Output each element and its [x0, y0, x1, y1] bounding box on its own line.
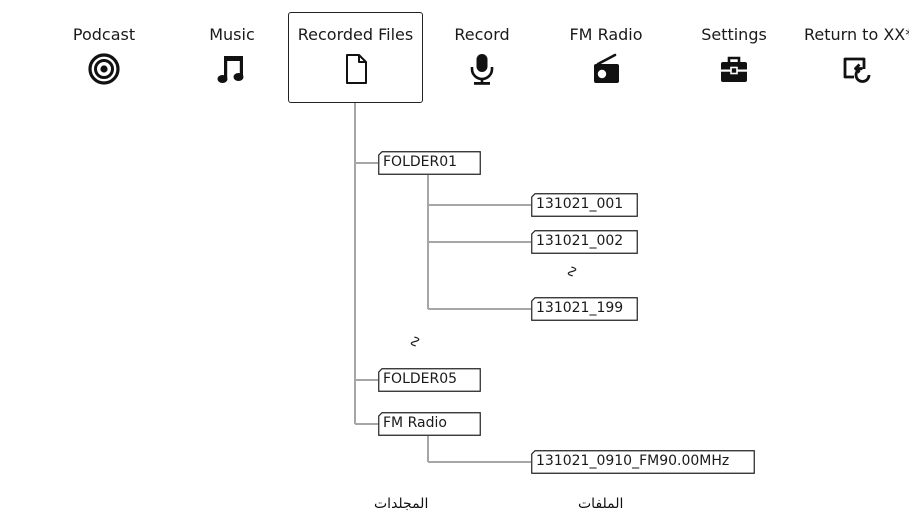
file-name: 131021_199 — [536, 300, 624, 316]
menu-item-return[interactable]: Return to XX* — [804, 0, 909, 104]
folder-name: FM Radio — [383, 415, 447, 431]
file-icon — [531, 450, 755, 474]
folder-node-fm-radio[interactable]: FM Radio — [378, 412, 481, 436]
radio-icon — [589, 52, 623, 86]
file-icon — [531, 230, 638, 254]
folder-name: FOLDER05 — [383, 371, 458, 387]
menu-label-podcast: Podcast — [72, 25, 136, 44]
file-node[interactable]: 131021_002 — [531, 230, 638, 254]
caption-folders: المجلدات — [374, 496, 429, 512]
folder-name: FOLDER01 — [383, 154, 458, 170]
file-name: 131021_001 — [536, 196, 624, 212]
menu-label-recorded-files: Recorded Files — [297, 25, 414, 44]
file-icon — [531, 297, 638, 321]
folder-icon — [378, 151, 481, 175]
file-node[interactable]: 131021_001 — [531, 193, 638, 217]
folder-node-folder01[interactable]: FOLDER01 — [378, 151, 481, 175]
file-name: 131021_002 — [536, 233, 624, 249]
folder-icon — [378, 412, 481, 436]
menu-label-return: Return to XX* — [804, 25, 909, 44]
folder-icon — [378, 368, 481, 392]
menu-item-music[interactable]: Music — [186, 0, 278, 104]
music-note-icon — [215, 52, 249, 86]
file-icon — [531, 193, 638, 217]
menu-item-record[interactable]: Record — [436, 0, 528, 104]
folders-ellipsis: ∿ — [406, 334, 426, 349]
menu-label-settings: Settings — [701, 25, 767, 44]
files-ellipsis: ∿ — [563, 264, 583, 279]
file-name: 131021_0910_FM90.00MHz — [536, 453, 730, 469]
menu-item-recorded-files[interactable]: Recorded Files — [288, 0, 423, 104]
file-node[interactable]: 131021_0910_FM90.00MHz — [531, 450, 755, 474]
document-icon — [339, 52, 373, 86]
menu-label-music: Music — [209, 25, 255, 44]
folder-node-folder05[interactable]: FOLDER05 — [378, 368, 481, 392]
podcast-icon — [87, 52, 121, 86]
microphone-icon — [465, 52, 499, 86]
caption-files: الملفات — [578, 496, 624, 512]
menu-label-record: Record — [454, 25, 510, 44]
return-icon — [840, 52, 874, 86]
file-node[interactable]: 131021_199 — [531, 297, 638, 321]
menu-item-podcast[interactable]: Podcast — [58, 0, 150, 104]
toolbox-icon — [717, 52, 751, 86]
menu-label-fm-radio: FM Radio — [569, 25, 643, 44]
menu-item-settings[interactable]: Settings — [688, 0, 780, 104]
menu-item-fm-radio[interactable]: FM Radio — [560, 0, 652, 104]
selected-menu-highlight — [288, 12, 423, 103]
